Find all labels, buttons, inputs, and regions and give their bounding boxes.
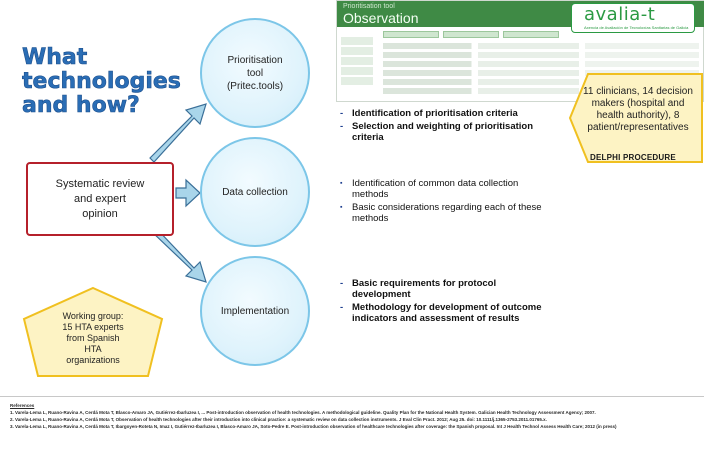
logo-subtext: Axencia de Avaliación de Tecnoloxías San… <box>584 25 689 30</box>
references: References 1. Varela-Lema L, Ruano-Ravin… <box>10 402 694 430</box>
stakeholders-callout: 11 clinicians, 14 decision makers (hospi… <box>568 72 704 164</box>
reference-item: 2. Varela-Lema L, Ruano-Ravina A, Cerdá … <box>10 417 547 422</box>
references-divider <box>0 396 704 397</box>
screenshot-title: Observation <box>343 10 419 26</box>
implementation-label: Implementation <box>220 305 290 317</box>
pentagon-shape <box>22 286 164 377</box>
implementation-bullets: Basic requirements for protocol developm… <box>336 278 551 326</box>
screenshot-sidebar <box>337 35 377 101</box>
avalia-t-logo: avalia-t Axencia de Avaliación de Tecnol… <box>571 3 695 33</box>
reference-item: 3. Varela-Lema L, Ruano-Ravina A, Cerdá … <box>10 424 617 429</box>
tool-screenshot: Prioritisation tool Observation avalia-t… <box>336 0 704 102</box>
callout-shape <box>568 73 703 163</box>
screenshot-table <box>383 43 699 99</box>
bullet-item: Identification of common data collection… <box>336 178 546 200</box>
bullet-item: Basic requirements for protocol developm… <box>336 278 551 300</box>
data-collection-bullets: Identification of common data collection… <box>336 178 546 226</box>
bullet-item: Selection and weighting of prioritisatio… <box>336 121 556 143</box>
bullet-item: Methodology for development of outcome i… <box>336 302 551 324</box>
working-group-pentagon: Working group: 15 HTA experts from Spani… <box>20 285 166 379</box>
bullet-item: Identification of prioritisation criteri… <box>336 108 556 119</box>
arrow-to-implementation <box>149 225 207 283</box>
stakeholders-text: 11 clinicians, 14 decision makers (hospi… <box>583 86 693 133</box>
page-title: What technologies and how? <box>22 45 181 118</box>
delphi-procedure-label: DELPHI PROCEDURE <box>590 153 676 162</box>
reference-item: 1. Varela-Lema L, Ruano-Ravina A, Cerdá … <box>10 410 596 415</box>
prioritisation-tool-label: Prioritisation tool (Pritec.tools) <box>226 54 284 92</box>
implementation-circle: Implementation <box>200 256 310 366</box>
references-heading: References <box>10 403 35 408</box>
working-group-text: Working group: 15 HTA experts from Spani… <box>62 311 124 365</box>
prioritisation-bullets: Identification of prioritisation criteri… <box>336 108 556 145</box>
prioritisation-tool-circle: Prioritisation tool (Pritec.tools) <box>200 18 310 128</box>
screenshot-tabs <box>383 31 559 38</box>
data-collection-label: Data collection <box>222 186 288 198</box>
arrow-to-data-collection <box>175 178 201 208</box>
systematic-review-box: Systematic review and expert opinion <box>26 162 174 236</box>
screenshot-toptext: Prioritisation tool <box>343 3 395 10</box>
logo-text: avalia-t <box>584 4 656 25</box>
data-collection-circle: Data collection <box>200 137 310 247</box>
arrow-to-prioritisation <box>149 103 207 163</box>
bullet-item: Basic considerations regarding each of t… <box>336 202 546 224</box>
